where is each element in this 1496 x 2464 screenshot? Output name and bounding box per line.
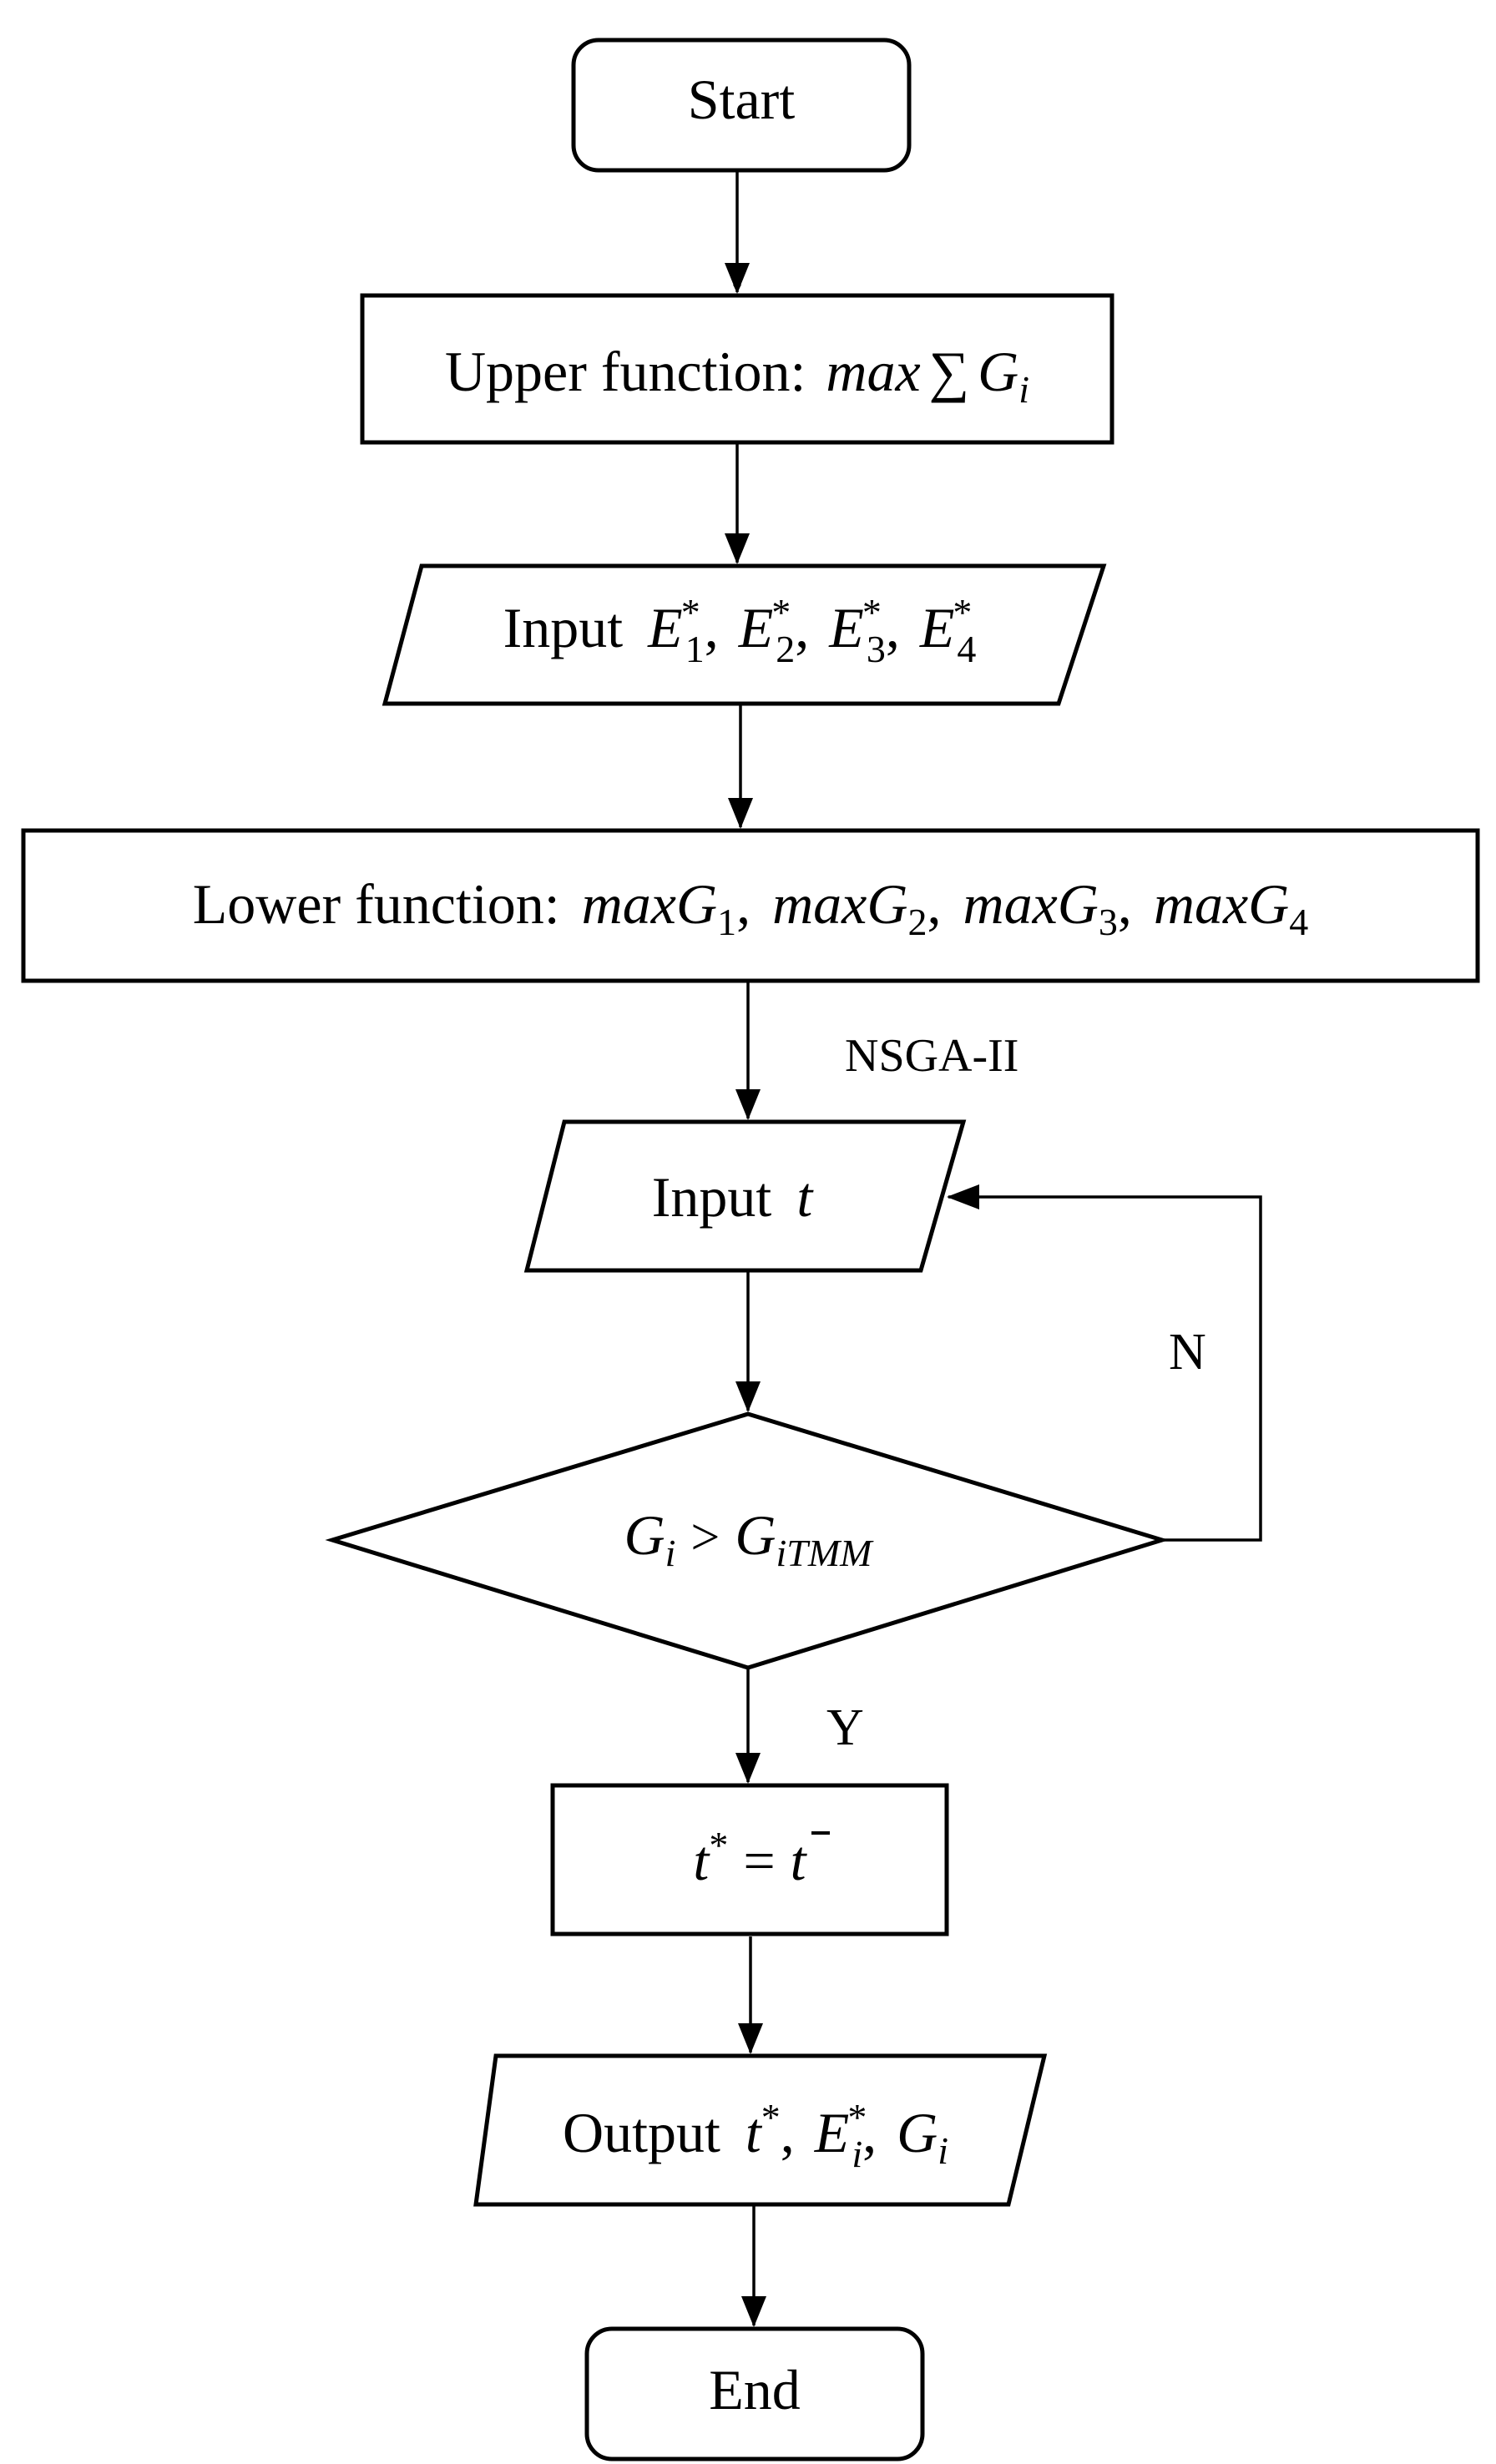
input-e-term-1-var: E xyxy=(647,596,683,659)
output-term-1-sup: * xyxy=(761,2096,781,2138)
input-e-term-2-var: E xyxy=(738,596,774,659)
upper-function-text: Upper function: max∑Gi xyxy=(445,340,1029,411)
input-e-sep-2: , xyxy=(795,596,809,659)
input-e-sep-1: , xyxy=(705,596,719,659)
input-e-term-4-var: E xyxy=(919,596,955,659)
input-e-parallelogram xyxy=(382,563,1107,706)
output-parallelogram xyxy=(473,2053,1048,2207)
lower-function-node: Lower function:maxG1,maxG2,maxG3,maxG4 xyxy=(21,828,1480,983)
input-e-term-4-sub: 4 xyxy=(957,628,976,670)
end-label: End xyxy=(709,2358,801,2421)
upper-var: G xyxy=(978,340,1018,403)
lower-sep-2: , xyxy=(927,872,941,936)
end-terminator xyxy=(584,2326,925,2461)
arrowhead-end xyxy=(741,2296,766,2327)
decision-node: Gi > GiTMM xyxy=(325,1411,1170,1670)
start-label: Start xyxy=(688,68,796,131)
output-term-3-sub: i xyxy=(938,2129,948,2172)
lower-term-3-sub: 3 xyxy=(1099,901,1118,943)
end-node: End xyxy=(584,2326,925,2461)
input-t-var: t xyxy=(796,1165,814,1229)
lower-term-1-var: maxG xyxy=(582,872,717,936)
lower-term-2-sub: 2 xyxy=(907,901,927,943)
output-term-2-sub: i xyxy=(852,2133,862,2175)
lower-sep-3: , xyxy=(1118,872,1132,936)
output-label: Output xyxy=(563,2101,720,2164)
input-t-label: Input xyxy=(652,1165,772,1229)
output-term-2-var: E xyxy=(814,2101,850,2164)
input-e-term-4-sup: * xyxy=(953,591,972,634)
input-e-term-3-sub: 3 xyxy=(867,628,886,670)
output-term-1-var: t xyxy=(745,2101,763,2164)
assign-text: t*=t xyxy=(693,1824,807,1892)
arrowhead-decision xyxy=(735,1381,761,1412)
lower-term-2-var: maxG xyxy=(772,872,907,936)
input-e-term-3-var: E xyxy=(828,596,864,659)
arrowhead-loop xyxy=(947,1184,979,1209)
decision-right-var: G xyxy=(735,1503,776,1567)
arrowhead-input-t xyxy=(735,1089,761,1120)
input-e-sep-3: , xyxy=(886,596,900,659)
assign-lhs: t xyxy=(693,1829,710,1892)
input-e-term-2-sup: * xyxy=(771,591,791,634)
upper-sum-symbol: ∑ xyxy=(929,340,969,403)
arrowheads xyxy=(725,263,979,2327)
algorithm-label: NSGA-II xyxy=(845,1030,1018,1082)
upper-function-box xyxy=(360,293,1114,445)
output-term-3-var: G xyxy=(897,2101,938,2164)
decision-diamond xyxy=(325,1411,1170,1670)
decision-right-sub: iTMM xyxy=(776,1532,874,1574)
upper-function-label: Upper function: xyxy=(445,340,806,403)
assign-rhs: t xyxy=(791,1829,808,1892)
edge-decision-no-loop xyxy=(948,1195,1262,1542)
input-e-term-2-sub: 2 xyxy=(776,628,795,670)
decision-left-var: G xyxy=(624,1503,665,1567)
arrowhead-lower xyxy=(728,798,753,829)
lower-term-3-var: maxG xyxy=(963,872,1098,936)
output-term-2-sup: * xyxy=(847,2096,867,2138)
lower-function-text: Lower function:maxG1,maxG2,maxG3,maxG4 xyxy=(193,872,1309,943)
upper-max: max xyxy=(826,340,920,403)
lower-function-box xyxy=(21,828,1480,983)
lower-term-4-sub: 4 xyxy=(1289,901,1308,943)
decision-operator: > xyxy=(690,1509,720,1566)
lower-term-1-sub: 1 xyxy=(717,901,736,943)
lower-term-4-var: maxG xyxy=(1154,872,1289,936)
start-node: Start xyxy=(571,38,912,173)
arrowhead-input-e xyxy=(725,533,750,564)
upper-sub: i xyxy=(1018,368,1029,411)
start-terminator xyxy=(571,38,912,173)
connectors xyxy=(733,171,1262,2325)
output-sep-2: , xyxy=(862,2101,877,2164)
input-e-term-1-sub: 1 xyxy=(685,628,705,670)
output-sep-1: , xyxy=(781,2101,795,2164)
assign-operator: = xyxy=(743,1829,775,1892)
decision-left-sub: i xyxy=(665,1532,676,1574)
assign-lhs-sup: * xyxy=(709,1824,728,1866)
lower-sep-1: , xyxy=(736,872,751,936)
input-e-term-3-sup: * xyxy=(862,591,882,634)
input-e-term-1-sup: * xyxy=(681,591,700,634)
decision-text: Gi > GiTMM xyxy=(624,1503,875,1574)
input-e-label: Input xyxy=(503,596,624,659)
yes-label: Y xyxy=(826,1699,864,1756)
assign-node: t*=t xyxy=(550,1783,949,1936)
no-label: N xyxy=(1169,1324,1206,1381)
assign-box xyxy=(550,1783,949,1936)
upper-function-node: Upper function: max∑Gi xyxy=(360,293,1114,445)
arrowhead-output xyxy=(738,2023,763,2054)
arrowhead-assign xyxy=(735,1753,761,1784)
lower-function-label: Lower function: xyxy=(193,872,560,936)
arrowhead-upper xyxy=(725,263,750,294)
input-t-parallelogram xyxy=(523,1119,967,1273)
